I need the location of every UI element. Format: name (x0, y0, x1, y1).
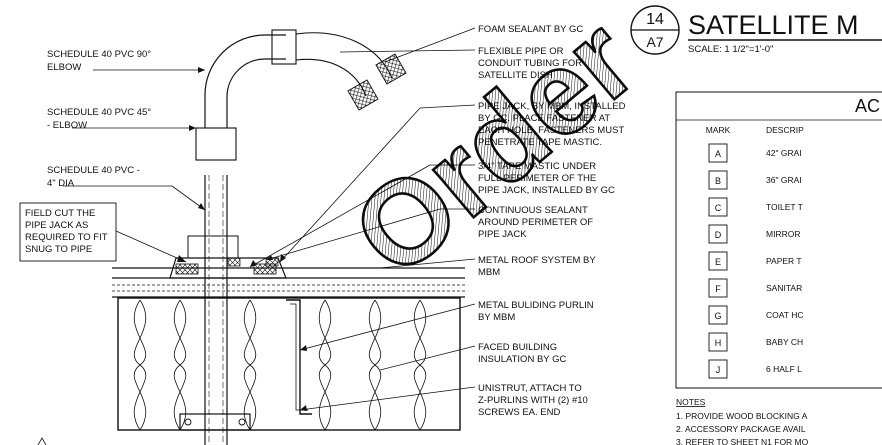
mark-box (708, 143, 728, 163)
label-unistrut-line3: SCREWS EA. END (478, 407, 560, 418)
label-field-cut-line2: PIPE JACK AS (25, 220, 88, 231)
detail-callout: 14 A7 SATELLITE M SCALE: 1 1/2"=1'-0" (630, 5, 882, 55)
label-field-cut-line1: FIELD CUT THE (25, 208, 95, 219)
label-insulation-line1: FACED BUILDING (478, 342, 557, 353)
mark-box (708, 332, 728, 352)
label-elbow45-line2: - ELBOW (47, 120, 87, 131)
note-1: 1. PROVIDE WOOD BLOCKING A (676, 411, 808, 421)
note-2: 2. ACCESSORY PACKAGE AVAIL (676, 424, 806, 434)
unistrut (179, 413, 251, 431)
label-roof-line1: METAL ROOF SYSTEM BY (478, 255, 596, 266)
mark-letter: E (715, 257, 721, 267)
detail-sheet: A7 (646, 34, 663, 50)
label-jack-line3: EACH HOLE. FASTENERS MUST (478, 125, 624, 136)
label-field-cut-line4: SNUG TO PIPE (25, 244, 92, 255)
mark-letter: B (715, 176, 721, 186)
detail-title: SATELLITE M (688, 10, 859, 40)
left-annotations: SCHEDULE 40 PVC 90° ELBOW SCHEDULE 40 PV… (19, 49, 151, 262)
item-description: 6 HALF L (766, 364, 802, 374)
leader-lines (63, 27, 476, 411)
leader-arrows (177, 67, 307, 411)
item-description: SANITAR (766, 283, 802, 293)
item-description: 36" GRAI (766, 175, 802, 185)
z-purlin (286, 299, 312, 415)
label-mastic-line2: FULL PERIMETER OF THE (478, 173, 596, 184)
label-field-cut-line3: REQUIRED TO FIT (25, 232, 108, 243)
label-elbow90-line1: SCHEDULE 40 PVC 90° (47, 49, 151, 60)
label-jack-line1: PIPE JACK, BY MBM, INSTALLED (478, 101, 626, 112)
schedule-title: AC (855, 96, 880, 116)
item-description: 42" GRAI (766, 148, 802, 158)
detail-scale: SCALE: 1 1/2"=1'-0" (688, 44, 773, 55)
detail-number: 14 (646, 11, 664, 28)
notes: NOTES 1. PROVIDE WOOD BLOCKING A 2. ACCE… (676, 397, 809, 445)
mark-letter: G (714, 311, 721, 321)
note-3: 3. REFER TO SHEET N1 FOR MO (676, 437, 809, 445)
label-insulation-line2: INSULATION BY GC (478, 354, 566, 365)
label-unistrut-line2: Z-PURLINS WITH (2) #10 (478, 395, 588, 406)
mark-box (708, 278, 728, 298)
label-unistrut-line1: UNISTRUT, ATTACH TO (478, 383, 582, 394)
label-mastic-line1: 3/4" TAPE MASTIC UNDER (478, 161, 596, 172)
label-purlin-line2: BY MBM (478, 312, 515, 323)
label-roof-line2: MBM (478, 267, 500, 278)
item-description: COAT HC (766, 310, 803, 320)
label-elbow45-line1: SCHEDULE 40 PVC 45° (47, 107, 151, 118)
schedule-desc-header: DESCRIP (766, 125, 804, 135)
schedule-mark-header: MARK (706, 125, 731, 135)
notes-heading: NOTES (676, 397, 706, 407)
label-flex-line2: CONDUIT TUBING FOR (478, 58, 582, 69)
mark-box (708, 305, 728, 325)
item-description: MIRROR (766, 229, 800, 239)
mark-letter: J (716, 365, 721, 375)
schedule-rows: A 42" GRAI B 36" GRAI C TOILET T D MIRROR E PAPER… (708, 143, 803, 379)
item-description: BABY CH (766, 337, 803, 347)
label-sealant-line3: PIPE JACK (478, 229, 527, 240)
mark-box (708, 251, 728, 271)
field-cut-box (19, 202, 117, 262)
mark-box (708, 359, 728, 379)
label-sealant-line1: CONTINUOUS SEALANT (478, 205, 588, 216)
mark-letter: D (715, 230, 722, 240)
item-description: PAPER T (766, 256, 802, 266)
label-elbow90-line2: ELBOW (47, 62, 81, 73)
grid-marker-icon (37, 437, 47, 445)
item-description: TOILET T (766, 202, 803, 212)
accessory-schedule: AC MARK DESCRIP A 42" GRAI B 36" GRAI C TOILE… (675, 91, 882, 389)
label-purlin-line1: METAL BULIDING PURLIN (478, 300, 594, 311)
insulation-batts (117, 297, 461, 431)
label-pvc-line2: 4" DIA (47, 178, 75, 189)
label-sealant-line2: AROUND PERIMETER OF (478, 217, 593, 228)
mark-box (708, 197, 728, 217)
pipe-jack (169, 235, 287, 279)
label-jack-line2: BY GC. PLACE FASTENER AT (478, 113, 610, 124)
mark-box (708, 224, 728, 244)
label-foam: FOAM SEALANT BY GC (478, 24, 583, 35)
mark-letter: A (715, 149, 721, 159)
mark-letter: C (715, 203, 722, 213)
label-flex-line1: FLEXIBLE PIPE OR (478, 46, 564, 57)
mark-box (708, 170, 728, 190)
pvc-pipe (195, 29, 407, 445)
label-flex-line3: SATELLITE DISH (478, 70, 553, 81)
label-pvc-line1: SCHEDULE 40 PVC - (47, 165, 140, 176)
mark-letter: H (715, 338, 722, 348)
right-annotations: FOAM SEALANT BY GC FLEXIBLE PIPE OR COND… (478, 24, 626, 418)
mark-letter: F (715, 284, 721, 294)
label-mastic-line3: PIPE JACK, INSTALLED BY GC (478, 185, 615, 196)
label-jack-line4: PENETRATE TAPE MASTIC. (478, 137, 602, 148)
